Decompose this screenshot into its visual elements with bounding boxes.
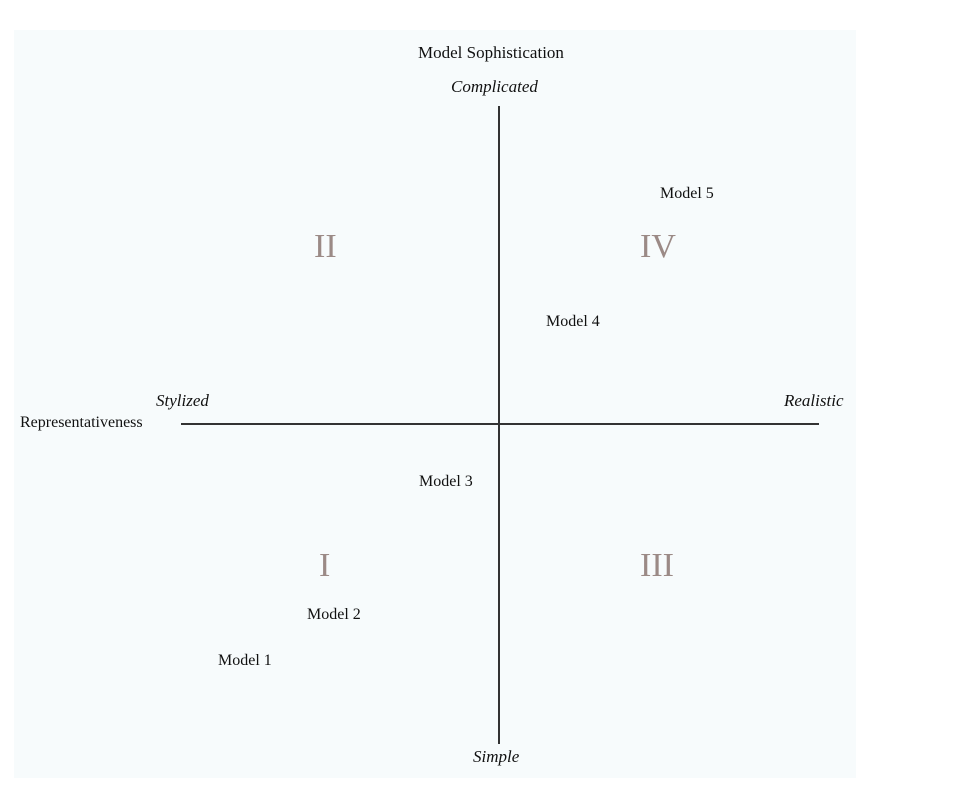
horizontal-axis-left-label: Stylized [156, 391, 209, 410]
model-label: Model 3 [419, 473, 473, 490]
vertical-axis [498, 106, 500, 744]
vertical-axis-title: Model Sophistication [418, 43, 564, 62]
diagram-panel [14, 30, 856, 778]
model-label: Model 4 [546, 313, 600, 330]
quadrant-label-top-right: IV [640, 228, 676, 265]
horizontal-axis-right-label: Realistic [784, 391, 844, 410]
quadrant-label-bottom-right: III [640, 547, 674, 584]
horizontal-axis [181, 423, 819, 425]
model-label: Model 1 [218, 652, 272, 669]
model-label: Model 5 [660, 185, 714, 202]
vertical-axis-top-label: Complicated [451, 77, 538, 96]
vertical-axis-bottom-label: Simple [473, 747, 520, 766]
horizontal-axis-title: Representativeness [20, 414, 143, 431]
model-label: Model 2 [307, 606, 361, 623]
quadrant-label-top-left: II [314, 228, 337, 265]
quadrant-label-bottom-left: I [319, 547, 331, 584]
